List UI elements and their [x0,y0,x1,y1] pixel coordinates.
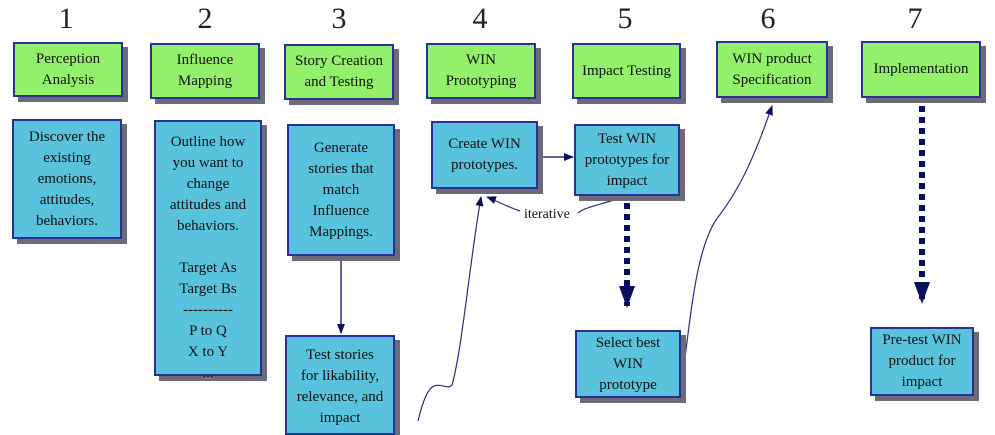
step-box-generate-stories[interactable]: Generate stories that match Influence Ma… [287,124,395,256]
phase-number-1: 1 [58,2,74,35]
phase-title: Impact Testing [581,62,672,79]
iterative-label: iterative [522,207,572,223]
step-text: Test WIN prototypes for impact [584,130,670,189]
phase-number-6: 6 [760,2,776,35]
phase-number-4: 4 [472,2,488,35]
step-text: Test stories for likability, relevance, … [296,347,384,426]
step-box-pretest-win-product[interactable]: Pre-test WIN product for impact [870,327,974,396]
phase-box-story-creation[interactable]: Story Creation and Testing [284,44,394,100]
phase-title: Influence Mapping [176,52,234,89]
step-box-select-best-prototype[interactable]: Select best WIN prototype [575,330,681,398]
step-text: Discover the existing emotions, attitude… [28,128,106,229]
phase-title: WIN Prototyping [445,52,517,89]
phase-box-win-prototyping[interactable]: WIN Prototyping [426,43,536,99]
phase-number-7: 7 [907,2,923,35]
step-box-create-win-prototypes[interactable]: Create WIN prototypes. [431,121,538,189]
step-box-test-win-prototypes[interactable]: Test WIN prototypes for impact [574,124,680,196]
phase-number-5: 5 [617,2,633,35]
phase-title: Story Creation and Testing [295,53,383,90]
step-text: Pre-test WIN product for impact [882,332,962,390]
phase-box-influence-mapping[interactable]: Influence Mapping [150,43,260,99]
step-text: Create WIN prototypes. [448,136,521,173]
step-box-outline-changes[interactable]: Outline how you want to change attitudes… [154,120,262,381]
step-text: Select best WIN prototype [595,334,661,393]
phase-number-2: 2 [197,2,213,35]
phase-box-win-product-specification[interactable]: WIN product Specification [716,41,828,98]
phase-title: Perception Analysis [35,50,101,88]
phase-number-3: 3 [331,2,347,35]
phase-title: Implementation [873,61,969,77]
step-box-test-stories[interactable]: Test stories for likability, relevance, … [285,335,395,435]
phase-title: WIN product Specification [732,50,812,88]
step-text: Outline how you want to change attitudes… [169,134,247,381]
phase-box-impact-testing[interactable]: Impact Testing [572,43,681,99]
step-box-discover-emotions[interactable]: Discover the existing emotions, attitude… [12,119,122,239]
phase-box-perception-analysis[interactable]: Perception Analysis [13,42,123,97]
phase-box-implementation[interactable]: Implementation [861,41,981,98]
arrow-select-best-to-spec [683,105,773,367]
step-text: Generate stories that match Influence Ma… [308,139,374,240]
arrow-test-stories-to-create-win [417,196,484,421]
